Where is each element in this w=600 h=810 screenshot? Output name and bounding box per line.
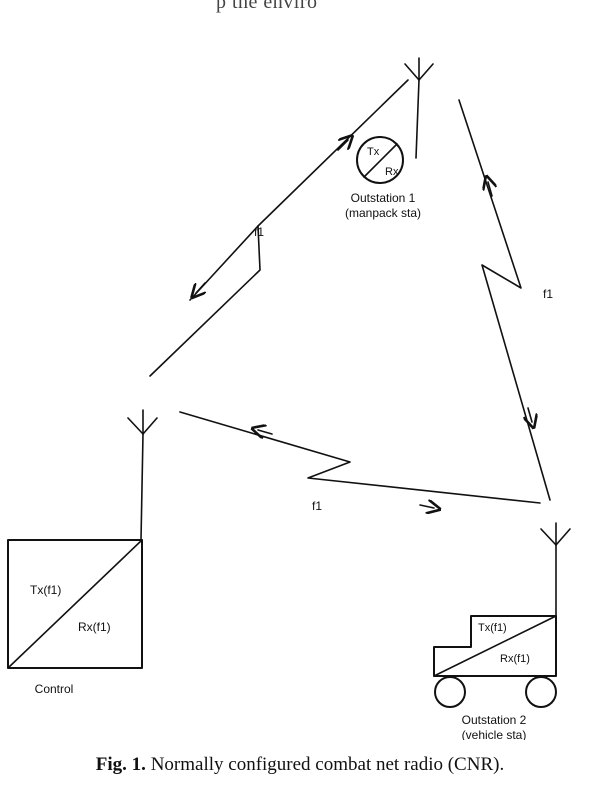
cropped-page-text: p the enviro bbox=[216, 0, 318, 13]
link-frequency-label: f1 bbox=[254, 225, 264, 239]
outstation-2: Tx(f1) Rx(f1) Outstation 2 (vehicle sta) bbox=[433, 522, 571, 740]
wheel-icon bbox=[434, 676, 466, 708]
control-name: Control bbox=[35, 682, 74, 696]
control-rx-label: Rx(f1) bbox=[78, 620, 111, 634]
outstation-1-tx-label: Tx bbox=[367, 146, 380, 158]
outstation-1-rx-label: Rx bbox=[385, 166, 399, 178]
arrow-icon bbox=[488, 182, 492, 197]
vehicle-icon bbox=[433, 615, 557, 708]
transceiver-icon bbox=[356, 136, 404, 184]
outstation-2-subtitle: (vehicle sta) bbox=[462, 728, 527, 740]
link-frequency-label: f1 bbox=[312, 499, 322, 513]
outstation-1-subtitle: (manpack sta) bbox=[345, 206, 421, 220]
cnr-diagram: Tx Rx Outstation 1 (manpack sta) Tx(f1) … bbox=[7, 57, 571, 740]
antenna-icon bbox=[404, 57, 434, 159]
arrow-icon bbox=[196, 282, 205, 293]
link-frequency-label: f1 bbox=[543, 287, 553, 301]
antenna-icon bbox=[540, 522, 571, 617]
outstation-1: Tx Rx Outstation 1 (manpack sta) bbox=[345, 57, 434, 220]
outstation-1-name: Outstation 1 bbox=[351, 191, 416, 205]
transceiver-icon bbox=[7, 539, 143, 669]
radio-link-control-outstation-2: f1 bbox=[179, 411, 541, 513]
arrow-icon bbox=[528, 407, 532, 422]
wheel-icon bbox=[525, 676, 557, 708]
outstation-2-tx-label: Tx(f1) bbox=[478, 622, 507, 634]
arrow-icon bbox=[419, 505, 434, 508]
figure-caption-text: Normally configured combat net radio (CN… bbox=[150, 754, 505, 775]
control-tx-label: Tx(f1) bbox=[30, 583, 61, 597]
figure-caption: Fig. 1. Normally configured combat net r… bbox=[0, 754, 600, 776]
antenna-icon bbox=[127, 409, 158, 541]
figure-number: Fig. 1. bbox=[95, 754, 146, 775]
radio-link-outstation-1-outstation-2: f1 bbox=[458, 99, 553, 501]
control-station: Tx(f1) Rx(f1) Control bbox=[7, 409, 158, 696]
outstation-2-rx-label: Rx(f1) bbox=[500, 653, 530, 665]
arrow-icon bbox=[258, 430, 273, 434]
outstation-2-name: Outstation 2 bbox=[462, 713, 527, 727]
arrow-icon bbox=[337, 140, 348, 151]
radio-link-control-outstation-1: f1 bbox=[149, 79, 409, 377]
